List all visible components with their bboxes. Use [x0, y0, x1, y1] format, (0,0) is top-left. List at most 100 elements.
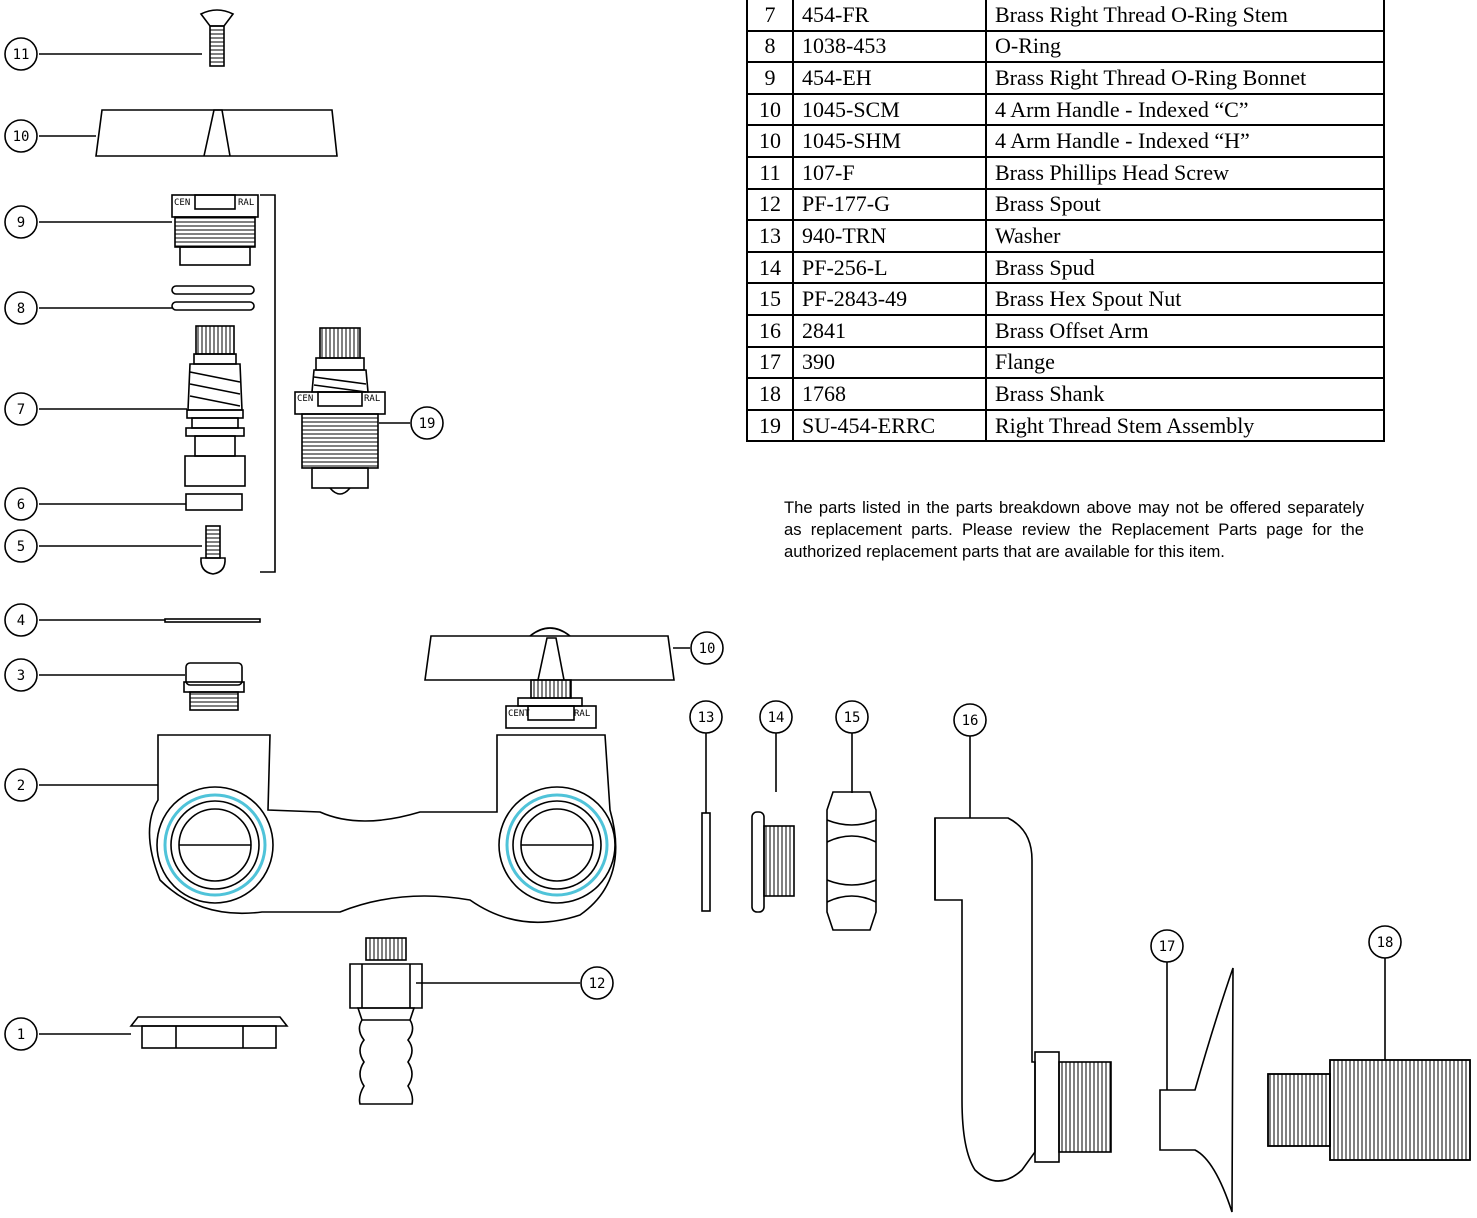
callout-label: 2	[17, 778, 25, 794]
callout-circle	[4, 205, 38, 239]
callout-c4: 4	[4, 603, 38, 637]
part-13-washer	[701, 812, 711, 912]
part-17-flange	[1159, 967, 1234, 1213]
stamp-ral-19: RAL	[364, 394, 380, 404]
callout-c1: 1	[4, 1017, 38, 1051]
callout-circle	[4, 603, 38, 637]
part-9-bonnet	[171, 194, 259, 266]
callout-label: 4	[17, 613, 25, 629]
callout-label: 11	[13, 47, 30, 63]
callout-circle	[953, 703, 987, 737]
parts-table-cell-part: 940-TRN	[792, 219, 987, 253]
callout-circle	[4, 487, 38, 521]
parts-table-cell-part: 1768	[792, 377, 987, 411]
parts-table-cell-part: 1045-SHM	[792, 124, 987, 158]
callout-c6: 6	[4, 487, 38, 521]
part-16-offset-arm	[934, 817, 1112, 1182]
part-5-screw	[200, 525, 226, 575]
leader-lines	[39, 53, 1386, 1090]
callout-label: 1	[17, 1027, 25, 1043]
parts-table-cell-description: Brass Hex Spout Nut	[985, 282, 1385, 316]
callout-label: 7	[17, 402, 25, 418]
parts-table-cell-description: Brass Phillips Head Screw	[985, 155, 1385, 190]
parts-table-cell-description: Flange	[985, 345, 1385, 380]
part-14-spud	[751, 811, 795, 913]
part-6-washer	[185, 493, 243, 511]
stamp-cen-19: CEN	[297, 394, 313, 404]
callout-label: 10	[699, 641, 716, 657]
callout-circle	[4, 392, 38, 426]
part-11-screw	[199, 9, 235, 67]
callout-circle	[4, 291, 38, 325]
parts-table-cell-description: Brass Offset Arm	[985, 313, 1385, 348]
parts-table-cell-item: 19	[746, 408, 794, 443]
part-8-o-rings	[171, 285, 255, 311]
callout-label: 12	[589, 976, 606, 992]
parts-table-cell-item: 12	[746, 187, 794, 222]
parts-table-cell-description: Washer	[985, 219, 1385, 253]
part-15-hex-nut	[826, 791, 877, 931]
parts-table-cell-description: 4 Arm Handle - Indexed “C”	[985, 92, 1385, 127]
parts-table-cell-item: 13	[746, 219, 794, 253]
callout-c9: 9	[4, 205, 38, 239]
parts-table-cell-description: Brass Spout	[985, 187, 1385, 222]
callout-label: 19	[419, 416, 436, 432]
parts-table-cell-item: 10	[746, 92, 794, 127]
callout-c14: 14	[759, 700, 793, 734]
parts-table-cell-part: 107-F	[792, 155, 987, 190]
callout-c18: 18	[1368, 925, 1402, 959]
parts-table-cell-part: 2841	[792, 313, 987, 348]
callout-label: 14	[768, 710, 785, 726]
callout-c17: 17	[1150, 929, 1184, 963]
callout-circle	[689, 700, 723, 734]
parts-table-cell-part: 1038-453	[792, 29, 987, 64]
parts-table-cell-description: Brass Right Thread O-Ring Bonnet	[985, 61, 1385, 95]
stamp-ral-9: RAL	[238, 198, 254, 208]
parts-table-cell-item: 16	[746, 313, 794, 348]
parts-table-cell-part: 454-EH	[792, 61, 987, 95]
parts-table-cell-description: Right Thread Stem Assembly	[985, 408, 1385, 443]
part-4-gasket	[164, 618, 261, 623]
stamp-cent-body: CENT	[508, 709, 530, 719]
callout-c10b: 10	[690, 631, 724, 665]
callout-label: 15	[844, 710, 861, 726]
callout-circle	[410, 406, 444, 440]
parts-table-cell-item: 10	[746, 124, 794, 158]
callout-circle	[1368, 925, 1402, 959]
part-3-seat	[183, 662, 245, 711]
stamp-cen-9: CEN	[174, 198, 190, 208]
parts-table-cell-part: PF-177-G	[792, 187, 987, 222]
callout-c15: 15	[835, 700, 869, 734]
parts-table-cell-description: Brass Shank	[985, 377, 1385, 411]
parts-table-cell-item: 15	[746, 282, 794, 316]
callout-c12: 12	[580, 966, 614, 1000]
callout-c19: 19	[410, 406, 444, 440]
part-1-locknut	[129, 1016, 289, 1049]
callout-circle	[4, 658, 38, 692]
callout-label: 13	[698, 710, 715, 726]
parts-table-cell-item: 9	[746, 61, 794, 95]
parts-table-cell-item: 14	[746, 250, 794, 285]
part-2-faucet-body	[148, 734, 617, 924]
callout-c7: 7	[4, 392, 38, 426]
callout-circle	[4, 37, 38, 71]
callout-circle	[4, 119, 38, 153]
parts-table-cell-description: Brass Right Thread O-Ring Stem	[985, 0, 1385, 32]
callout-label: 17	[1159, 939, 1176, 955]
parts-table-cell-part: 454-FR	[792, 0, 987, 32]
callout-circle	[690, 631, 724, 665]
part-19-stem-assembly	[294, 327, 386, 495]
callout-label: 9	[17, 215, 25, 231]
parts-table-cell-item: 18	[746, 377, 794, 411]
parts-table-cell-part: SU-454-ERRC	[792, 408, 987, 443]
part-18-shank	[1267, 1059, 1471, 1161]
callout-circle	[1150, 929, 1184, 963]
